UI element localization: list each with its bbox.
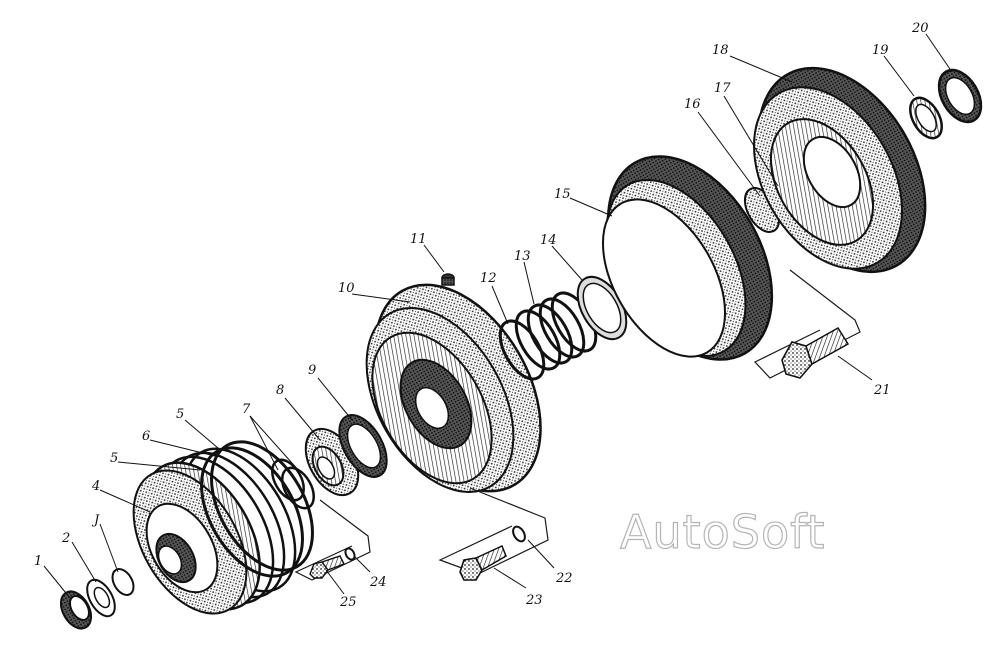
callout-14: 14 xyxy=(540,233,557,248)
part-11-plug xyxy=(441,273,455,286)
callout-labels: 1 2 J 4 5 6 5 7 8 9 10 11 12 13 14 15 16… xyxy=(34,21,929,610)
callout-21: 21 xyxy=(873,383,891,398)
callout-8: 8 xyxy=(276,383,284,398)
callout-20: 20 xyxy=(911,21,929,36)
callout-23: 23 xyxy=(525,593,543,608)
callout-9: 9 xyxy=(308,363,316,378)
callout-2: 2 xyxy=(61,531,70,546)
part-7-rings xyxy=(271,458,315,510)
bolt-23-group xyxy=(438,487,549,581)
callout-17: 17 xyxy=(714,81,731,96)
callout-5b: 5 xyxy=(110,451,118,466)
watermark: AutoSoft xyxy=(619,504,826,559)
callout-1: 1 xyxy=(34,554,42,569)
part-20-seal xyxy=(937,68,983,124)
callout-4: 4 xyxy=(91,479,100,494)
part-9-washer xyxy=(338,414,388,478)
part-12-ring xyxy=(498,319,546,381)
callout-3: J xyxy=(91,513,100,528)
callout-7: 7 xyxy=(242,402,251,417)
callout-22: 22 xyxy=(555,571,573,586)
callout-6: 6 xyxy=(142,429,150,444)
bolt-25-group xyxy=(294,499,371,581)
callout-25: 25 xyxy=(339,595,357,610)
callout-19: 19 xyxy=(872,43,889,58)
callout-18: 18 xyxy=(712,43,729,58)
bolt-21-group xyxy=(754,269,861,379)
part-15-ring-gear xyxy=(601,155,774,361)
part-3-ring xyxy=(111,568,135,596)
callout-12: 12 xyxy=(480,271,497,286)
part-13-spring xyxy=(514,291,598,371)
part-5-rings xyxy=(200,440,314,578)
part-4-clutch-drum xyxy=(132,447,297,615)
callout-11: 11 xyxy=(410,232,427,247)
callout-15: 15 xyxy=(554,187,571,202)
callout-10: 10 xyxy=(338,281,355,296)
part-18-finned-case xyxy=(753,66,927,274)
callout-13: 13 xyxy=(514,249,531,264)
part-1-nut xyxy=(59,590,93,630)
callout-16: 16 xyxy=(684,97,701,112)
part-10-housing xyxy=(365,283,542,493)
part-19-ring xyxy=(909,96,943,140)
leader-lines xyxy=(43,33,953,599)
part-2-lock-washer xyxy=(86,578,116,618)
callout-5a: 5 xyxy=(176,407,184,422)
callout-24: 24 xyxy=(369,575,387,590)
